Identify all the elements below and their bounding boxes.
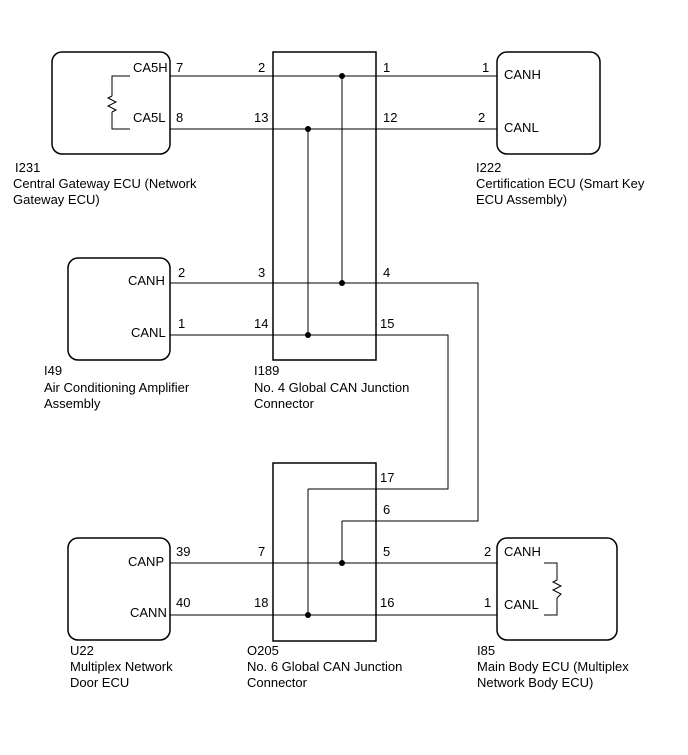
i49-box xyxy=(67,257,171,361)
pin-number: 16 xyxy=(380,595,394,610)
i222-name-line2: ECU Assembly) xyxy=(476,192,567,207)
pin-number: 5 xyxy=(383,544,390,559)
junction-dot xyxy=(305,332,311,338)
pin-number: 15 xyxy=(380,316,394,331)
wires-middle xyxy=(170,76,479,522)
i189-box xyxy=(272,51,377,361)
pin-number: 40 xyxy=(176,595,190,610)
i231-pin-ca5h: CA5H xyxy=(133,60,168,75)
i189-name-line1: No. 4 Global CAN Junction xyxy=(254,380,409,395)
i189-name-line2: Connector xyxy=(254,396,315,411)
u22-box xyxy=(67,537,171,641)
i49-id: I49 xyxy=(44,363,62,378)
pin-number: 2 xyxy=(258,60,265,75)
i85-resistor-lead-bottom xyxy=(544,598,558,616)
i85-id: I85 xyxy=(477,643,495,658)
i85-resistor-lead-top xyxy=(544,562,558,580)
pin-number: 4 xyxy=(383,265,390,280)
pin-number: 8 xyxy=(176,110,183,125)
junction-dot xyxy=(305,612,311,618)
i49-pin-canl: CANL xyxy=(131,325,166,340)
i231-pin-ca5l: CA5L xyxy=(133,110,166,125)
u22-name-line1: Multiplex Network xyxy=(70,659,173,674)
u22-id: U22 xyxy=(70,643,94,658)
resistor-icon xyxy=(551,579,563,599)
wire-i189-15-to-o205-17 xyxy=(308,334,449,490)
junction-dot xyxy=(339,560,345,566)
o205-name-line1: No. 6 Global CAN Junction xyxy=(247,659,402,674)
pin-number: 12 xyxy=(383,110,397,125)
pin-number: 2 xyxy=(484,544,491,559)
i49-name-line2: Assembly xyxy=(44,396,101,411)
i49-name-line1: Air Conditioning Amplifier xyxy=(44,380,190,395)
pin-number: 17 xyxy=(380,470,394,485)
wires-bottom xyxy=(170,489,563,616)
i85-pin-canl: CANL xyxy=(504,597,539,612)
i85-pin-canh: CANH xyxy=(504,544,541,559)
junction-dot xyxy=(305,126,311,132)
pin-number: 1 xyxy=(484,595,491,610)
i231-id: I231 xyxy=(15,160,40,175)
pin-number: 7 xyxy=(176,60,183,75)
pin-number: 14 xyxy=(254,316,268,331)
i222-pin-canh: CANH xyxy=(504,67,541,82)
pin-number: 3 xyxy=(258,265,265,280)
o205-box xyxy=(272,462,377,642)
u22-pin-cann: CANN xyxy=(130,605,167,620)
i231-resistor-lead-top xyxy=(111,75,130,96)
i85-name-line2: Network Body ECU) xyxy=(477,675,593,690)
pin-number: 18 xyxy=(254,595,268,610)
i85-name-line1: Main Body ECU (Multiplex xyxy=(477,659,629,674)
pin-number: 7 xyxy=(258,544,265,559)
u22-pin-canp: CANP xyxy=(128,554,164,569)
o205-id: O205 xyxy=(247,643,279,658)
junction-dot xyxy=(339,73,345,79)
i222-id: I222 xyxy=(476,160,501,175)
i231-name-line1: Central Gateway ECU (Network xyxy=(13,176,197,191)
junction-dot xyxy=(339,280,345,286)
pin-number: 2 xyxy=(178,265,185,280)
i231-name-line2: Gateway ECU) xyxy=(13,192,100,207)
u22-name-line2: Door ECU xyxy=(70,675,129,690)
i222-pin-canl: CANL xyxy=(504,120,539,135)
i189-id: I189 xyxy=(254,363,279,378)
i231-box xyxy=(51,51,171,155)
resistor-icon xyxy=(106,95,118,113)
i231-resistor-lead-bottom xyxy=(111,112,130,130)
pin-number: 13 xyxy=(254,110,268,125)
i85-box xyxy=(496,537,618,641)
pin-number: 6 xyxy=(383,502,390,517)
pin-number: 1 xyxy=(383,60,390,75)
i222-name-line1: Certification ECU (Smart Key xyxy=(476,176,645,191)
pin-number: 2 xyxy=(478,110,485,125)
pin-number: 39 xyxy=(176,544,190,559)
i222-box xyxy=(496,51,601,155)
pin-number: 1 xyxy=(178,316,185,331)
i49-pin-canh: CANH xyxy=(128,273,165,288)
wire-i189-4-to-o205-6 xyxy=(342,282,479,522)
o205-name-line2: Connector xyxy=(247,675,308,690)
pin-number: 1 xyxy=(482,60,489,75)
